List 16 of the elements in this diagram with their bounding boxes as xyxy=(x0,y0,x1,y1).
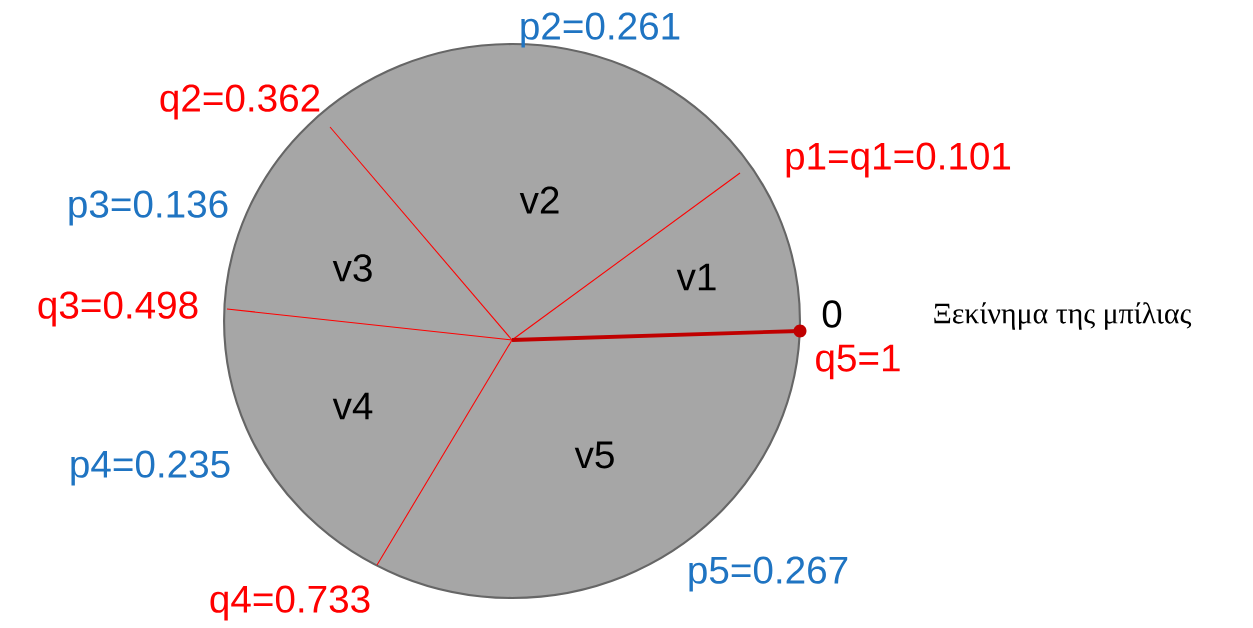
sector-label: v1 xyxy=(676,263,716,291)
sector-label: v4 xyxy=(332,392,373,420)
value-label: p4=0.235 xyxy=(71,450,230,486)
value-label: p2=0.261 xyxy=(521,12,680,48)
value-label: q3=0.498 xyxy=(38,291,198,327)
value-label: p3=0.136 xyxy=(69,190,228,226)
sector-label: v2 xyxy=(519,186,559,214)
value-label: q2=0.362 xyxy=(160,84,320,120)
value-label: 0 xyxy=(822,300,842,328)
value-label: p1=q1=0.101 xyxy=(786,142,1010,178)
sector-label: v3 xyxy=(332,254,372,282)
value-label: Ξεκίνημα της μπίλιας xyxy=(934,302,1192,330)
value-label: q4=0.733 xyxy=(210,585,370,621)
sector-label: v5 xyxy=(574,441,614,469)
value-label: q5=1 xyxy=(816,344,900,380)
value-label: p5=0.267 xyxy=(689,556,848,592)
